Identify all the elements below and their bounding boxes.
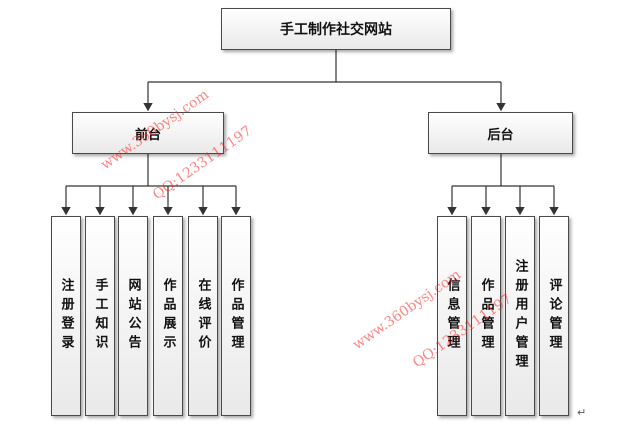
backend-node: 后台 (428, 112, 573, 154)
leaf-user-manage: 注册用户管理 (505, 216, 535, 416)
frontend-node: 前台 (72, 112, 224, 154)
leaf-register-login: 注册登录 (51, 216, 81, 416)
leaf-online-review: 在线评价 (188, 216, 218, 416)
leaf-work-display: 作品展示 (153, 216, 183, 416)
leaf-work-manage-front: 作品管理 (221, 216, 251, 416)
return-mark: ↵ (577, 406, 587, 419)
leaf-info-manage: 信息管理 (437, 216, 467, 416)
root-node: 手工制作社交网站 (221, 8, 451, 50)
leaf-comment-manage: 评论管理 (539, 216, 569, 416)
leaf-work-manage-back: 作品管理 (471, 216, 501, 416)
leaf-site-notice: 网站公告 (118, 216, 148, 416)
leaf-craft-knowledge: 手工知识 (85, 216, 115, 416)
